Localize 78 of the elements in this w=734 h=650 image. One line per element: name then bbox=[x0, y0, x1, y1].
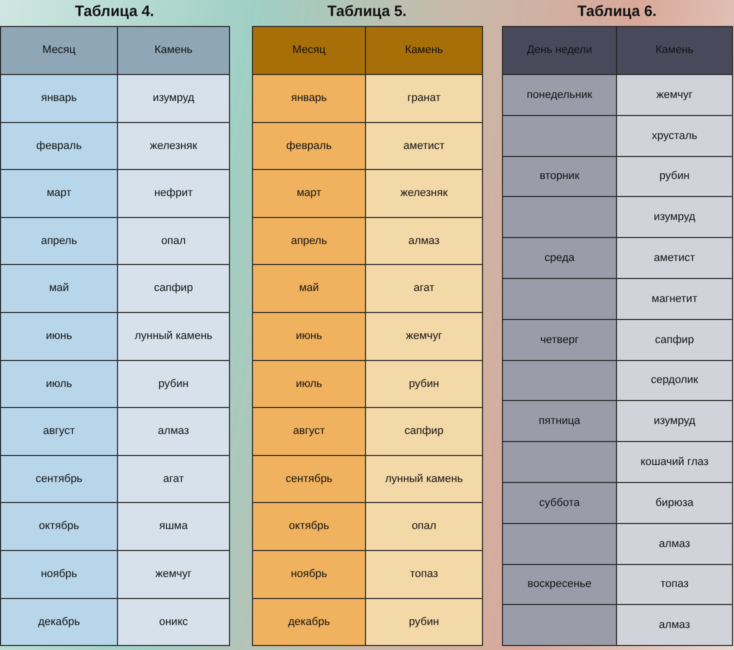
table-cell: бирюза bbox=[616, 482, 733, 524]
table-cell: лунный камень bbox=[117, 312, 230, 361]
table-cell: гранат bbox=[365, 74, 483, 123]
table-cell: среда bbox=[502, 237, 617, 279]
table-cell: сапфир bbox=[365, 407, 483, 456]
table-cell: изумруд bbox=[616, 196, 733, 238]
table-cell: пятница bbox=[502, 400, 617, 442]
table-cell: хрусталь bbox=[616, 115, 733, 157]
table-cell: жемчуг bbox=[117, 550, 230, 599]
table-cell: июль bbox=[252, 360, 366, 408]
table-cell: август bbox=[0, 407, 118, 456]
column-header: Камень bbox=[117, 26, 230, 75]
table-cell: октябрь bbox=[252, 502, 366, 551]
table-cell: рубин bbox=[365, 360, 483, 408]
table-cell: ноябрь bbox=[0, 550, 118, 599]
table-cell: сентябрь bbox=[252, 455, 366, 503]
column-header: Камень bbox=[365, 26, 483, 75]
table-cell: декабрь bbox=[252, 598, 366, 646]
table-cell: декабрь bbox=[0, 598, 118, 646]
table-cell: рубин bbox=[365, 598, 483, 646]
table-cell: июнь bbox=[0, 312, 118, 361]
table-cell: воскресенье bbox=[502, 564, 617, 605]
column-header: День недели bbox=[502, 26, 617, 75]
table-cell: рубин bbox=[616, 156, 733, 197]
table-cell: суббота bbox=[502, 482, 617, 524]
table-cell: алмаз bbox=[117, 407, 230, 456]
table-cell: март bbox=[252, 169, 366, 218]
column-header: Камень bbox=[616, 26, 733, 75]
table-cell: февраль bbox=[0, 122, 118, 170]
table-cell: алмаз bbox=[616, 604, 733, 646]
table-cell: аметист bbox=[365, 122, 483, 170]
table-cell: топаз bbox=[365, 550, 483, 599]
table-cell: май bbox=[252, 264, 366, 313]
table-cell: март bbox=[0, 169, 118, 218]
table-cell: сапфир bbox=[117, 264, 230, 313]
table-cell: изумруд bbox=[616, 400, 733, 442]
table-cell: май bbox=[0, 264, 118, 313]
table-cell: январь bbox=[252, 74, 366, 123]
table-cell: октябрь bbox=[0, 502, 118, 551]
table-cell: опал bbox=[365, 502, 483, 551]
table-cell: апрель bbox=[252, 217, 366, 265]
table-cell: ноябрь bbox=[252, 550, 366, 599]
table-cell: кошачий глаз bbox=[616, 441, 733, 483]
table-cell: февраль bbox=[252, 122, 366, 170]
table-title: Таблица 5. bbox=[326, 2, 408, 22]
table-cell: четверг bbox=[502, 319, 617, 361]
table-cell: январь bbox=[0, 74, 118, 123]
column-header: Месяц bbox=[0, 26, 118, 75]
table-cell: август bbox=[252, 407, 366, 456]
table-cell: сердолик bbox=[616, 360, 733, 401]
table-cell: агат bbox=[117, 455, 230, 503]
table-cell: опал bbox=[117, 217, 230, 265]
table-cell: оникс bbox=[117, 598, 230, 646]
table-cell: июль bbox=[0, 360, 118, 408]
column-header: Месяц bbox=[252, 26, 366, 75]
table-cell: железняк bbox=[365, 169, 483, 218]
table-cell: вторник bbox=[502, 156, 617, 197]
table-cell: рубин bbox=[117, 360, 230, 408]
table-cell: понедельник bbox=[502, 74, 617, 116]
table-cell: железняк bbox=[117, 122, 230, 170]
table-cell: жемчуг bbox=[616, 74, 733, 116]
table-cell: июнь bbox=[252, 312, 366, 361]
table-cell: сентябрь bbox=[0, 455, 118, 503]
table-cell: жемчуг bbox=[365, 312, 483, 361]
table-title: Таблица 4. bbox=[74, 2, 156, 22]
table-cell: агат bbox=[365, 264, 483, 313]
table-title: Таблица 6. bbox=[576, 2, 658, 22]
table-cell: апрель bbox=[0, 217, 118, 265]
table-cell: яшма bbox=[117, 502, 230, 551]
table-cell: аметист bbox=[616, 237, 733, 279]
table-cell: сапфир bbox=[616, 319, 733, 361]
table-cell: нефрит bbox=[117, 169, 230, 218]
table-cell: топаз bbox=[616, 564, 733, 605]
table-cell: алмаз bbox=[365, 217, 483, 265]
table-cell: алмаз bbox=[616, 523, 733, 565]
table-cell: изумруд bbox=[117, 74, 230, 123]
table-cell: магнетит bbox=[616, 278, 733, 320]
table-cell: лунный камень bbox=[365, 455, 483, 503]
